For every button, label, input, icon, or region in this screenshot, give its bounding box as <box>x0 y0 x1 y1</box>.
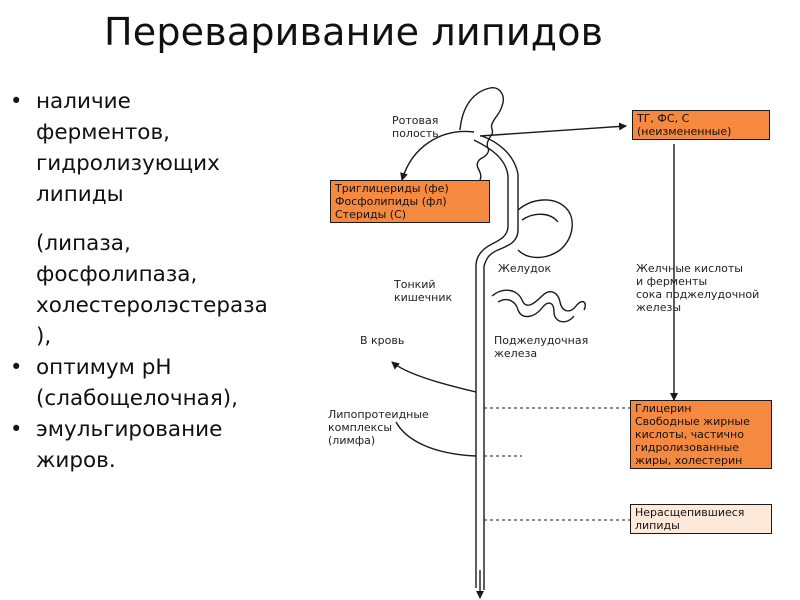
bullet-ph: • оптимум pH (слабощелочная), <box>6 352 336 414</box>
stomach-inner <box>521 213 559 223</box>
lipoprotein-curve <box>395 421 477 457</box>
to-blood-arrow <box>391 361 477 393</box>
box-digestion-products: Глицерин Свободные жирные кислоты, части… <box>630 400 772 469</box>
stomach-shape <box>517 199 573 259</box>
pancreas-inner <box>497 298 575 323</box>
bullet-enzymes: • наличие ферментов, гидролизующих липид… <box>6 86 336 210</box>
label-small-intestine: Тонкий кишечник <box>394 278 453 304</box>
bullet-marker: • <box>10 417 23 441</box>
bullet-marker: • <box>10 355 23 379</box>
label-stomach: Желудок <box>498 262 552 275</box>
bullet-text-enzymes: наличие ферментов, гидролизующих липиды <box>36 89 220 207</box>
label-to-blood: В кровь <box>360 334 405 347</box>
label-oral-cavity: Ротовая полость <box>392 114 439 140</box>
bullet-emulsification: • эмульгирование жиров. <box>6 414 336 476</box>
slide-title: Переваривание липидов <box>104 10 604 54</box>
bullet-list: • наличие ферментов, гидролизующих липид… <box>6 86 336 476</box>
mouth-to-unchanged-arrow <box>479 122 627 137</box>
esophagus-inner <box>473 139 509 588</box>
bullet-marker: • <box>10 89 23 113</box>
label-lipoproteins: Липопротеидные комплексы (лимфа) <box>328 408 429 447</box>
box-dietary-lipids: Триглицериды (фе) Фосфолипиды (фл) Стери… <box>330 180 490 223</box>
bullet-text-enzyme-list: (липаза, фосфолипаза, холестеролэстераза… <box>36 231 268 349</box>
bullet-text-emulsification: эмульгирование жиров. <box>36 417 223 473</box>
head-profile <box>459 87 504 181</box>
label-pancreas: Поджелудочная железа <box>494 334 589 360</box>
box-unchanged-lipids: ТГ, ФС, С (неизмененные) <box>632 110 770 140</box>
pancreas-shape <box>491 289 586 312</box>
bullet-text-ph: оптимум pH (слабощелочная), <box>36 355 239 411</box>
box-undigested-lipids: Нерасщепившиеся липиды <box>630 504 772 534</box>
oral-to-box-arrow <box>400 130 475 181</box>
label-bile-acids: Желчные кислоты и ферменты сока поджелуд… <box>636 262 760 314</box>
lipid-digestion-diagram: Ротовая полость Желудок Тонкий кишечник … <box>322 70 800 600</box>
esophagus-outer <box>481 135 519 590</box>
digestive-tract-drawing <box>391 87 678 599</box>
